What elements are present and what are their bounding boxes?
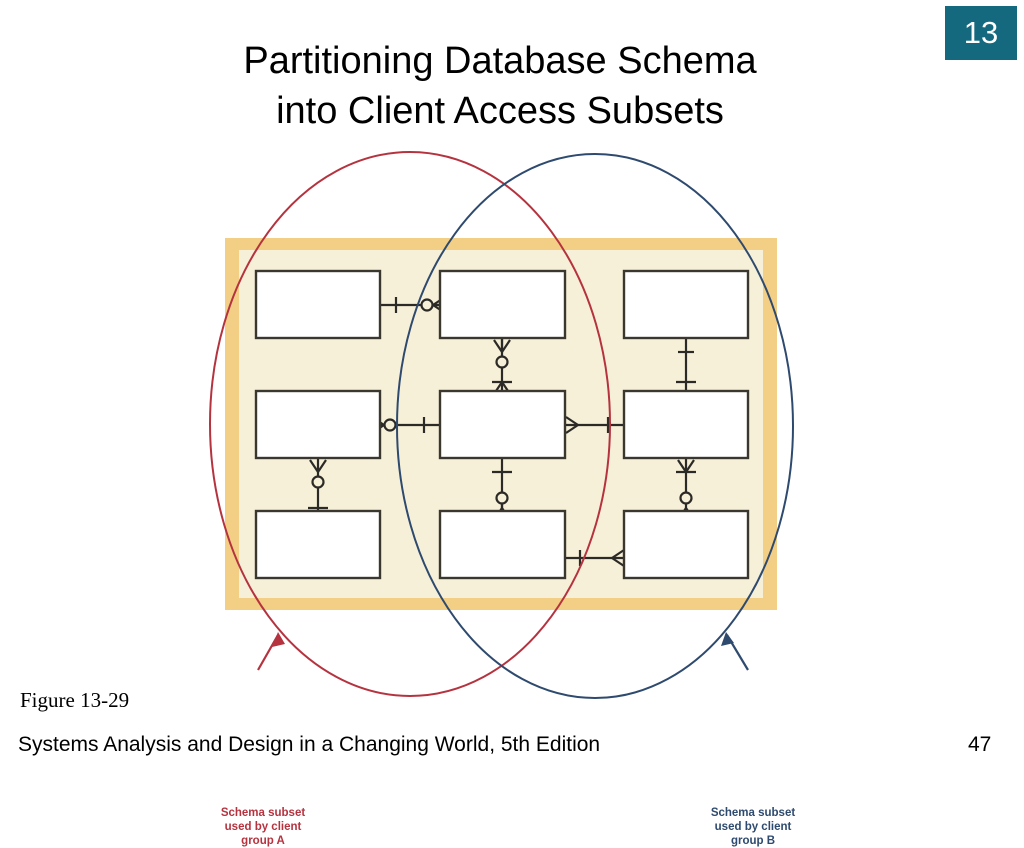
page-title: Partitioning Database Schema into Client… xyxy=(110,36,890,136)
entity-box-r1c3[interactable] xyxy=(622,269,750,340)
annotation-group-b-line-2: used by client xyxy=(714,821,792,833)
annotation-group-a-line-3: group A xyxy=(241,835,285,847)
figure-diagram: Schema subset used by client group A Sch… xyxy=(0,130,1024,847)
annotation-arrow-group-a xyxy=(257,632,285,671)
annotation-group-a: Schema subset used by client group A xyxy=(198,806,328,848)
annotation-group-b: Schema subset used by client group B xyxy=(688,806,818,848)
entity-boxes xyxy=(254,269,750,580)
entity-box-r2c2[interactable] xyxy=(438,389,567,460)
entity-box-r1c1[interactable] xyxy=(254,269,382,340)
annotation-group-b-line-3: group B xyxy=(730,835,776,847)
erd-venn-svg xyxy=(209,151,794,699)
entity-box-r2c3[interactable] xyxy=(622,389,750,460)
group-a-ellipse xyxy=(209,151,611,697)
rel-r3c2-r3c3 xyxy=(565,549,625,567)
slide: 13 Partitioning Database Schema into Cli… xyxy=(0,6,1024,847)
annotation-arrow-group-b xyxy=(721,632,749,671)
page-title-line-1: Partitioning Database Schema xyxy=(243,40,757,82)
slide-number-badge: 13 xyxy=(945,6,1017,60)
annotation-group-b-line-1: Schema subset xyxy=(710,807,796,819)
footer-page-number: 47 xyxy=(968,733,992,756)
annotation-group-a-line-1: Schema subset xyxy=(220,807,306,819)
group-b-ellipse xyxy=(396,153,794,699)
footer-book-title: Systems Analysis and Design in a Changin… xyxy=(18,733,601,756)
page-title-line-2: into Client Access Subsets xyxy=(276,90,724,132)
annotation-group-a-line-2: used by client xyxy=(224,821,302,833)
rel-r2c2-r2c3 xyxy=(565,416,624,434)
figure-caption: Figure 13-29 xyxy=(20,688,130,712)
entity-box-r1c2[interactable] xyxy=(438,269,567,340)
entity-box-r2c1[interactable] xyxy=(254,389,382,460)
entity-box-r3c3[interactable] xyxy=(622,509,750,580)
entity-box-r3c1[interactable] xyxy=(254,509,382,580)
entity-box-r3c2[interactable] xyxy=(438,509,567,580)
